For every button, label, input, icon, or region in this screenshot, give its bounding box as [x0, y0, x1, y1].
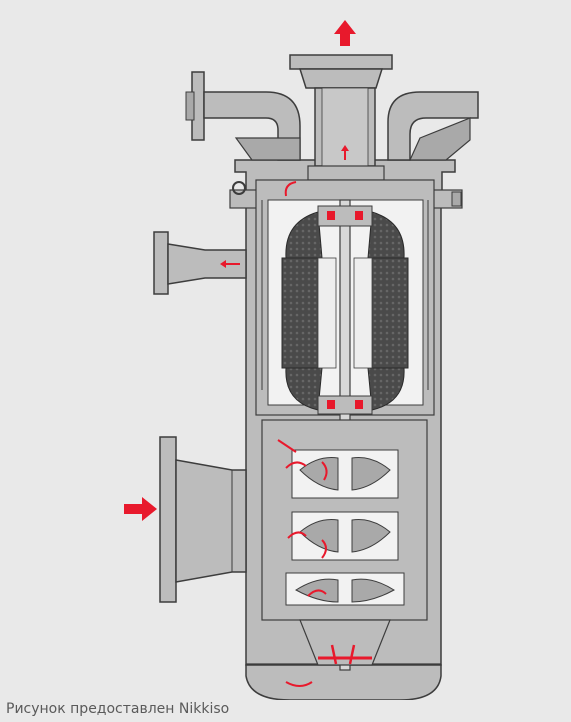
image-credit-caption: Рисунок предоставлен Nikkiso [6, 701, 230, 717]
discharge-nozzle [289, 54, 393, 181]
right-return-pipe [387, 91, 479, 161]
inducer [299, 619, 391, 666]
pump-cross-section-diagram [124, 20, 479, 700]
bearings [317, 205, 373, 415]
flow-arrows [124, 20, 356, 687]
pump-casing [261, 419, 428, 621]
stator-windings [281, 211, 409, 411]
suction-inlet-nozzle [159, 436, 247, 603]
side-outlet-nozzle [153, 231, 247, 295]
left-vent-pipe [185, 71, 301, 161]
